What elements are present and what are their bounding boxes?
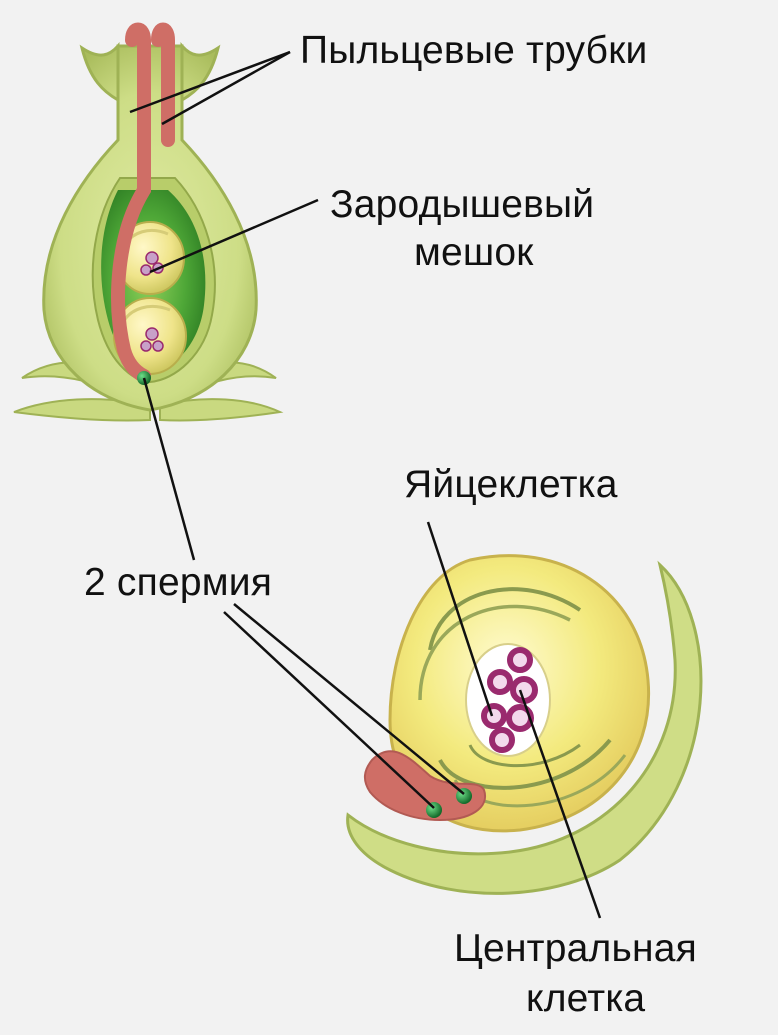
label-central-cell-line1: Центральная bbox=[454, 926, 697, 972]
label-two-sperms: 2 спермия bbox=[84, 560, 272, 606]
pistil bbox=[14, 30, 280, 421]
label-pollen-tubes: Пыльцевые трубки bbox=[300, 28, 647, 74]
label-embryo-sac-line1: Зародышевый bbox=[330, 182, 594, 228]
label-egg-cell: Яйцеклетка bbox=[404, 462, 618, 508]
ovule bbox=[348, 556, 701, 894]
label-embryo-sac-line2: мешок bbox=[414, 230, 534, 276]
label-central-cell-line2: клетка bbox=[526, 976, 645, 1022]
